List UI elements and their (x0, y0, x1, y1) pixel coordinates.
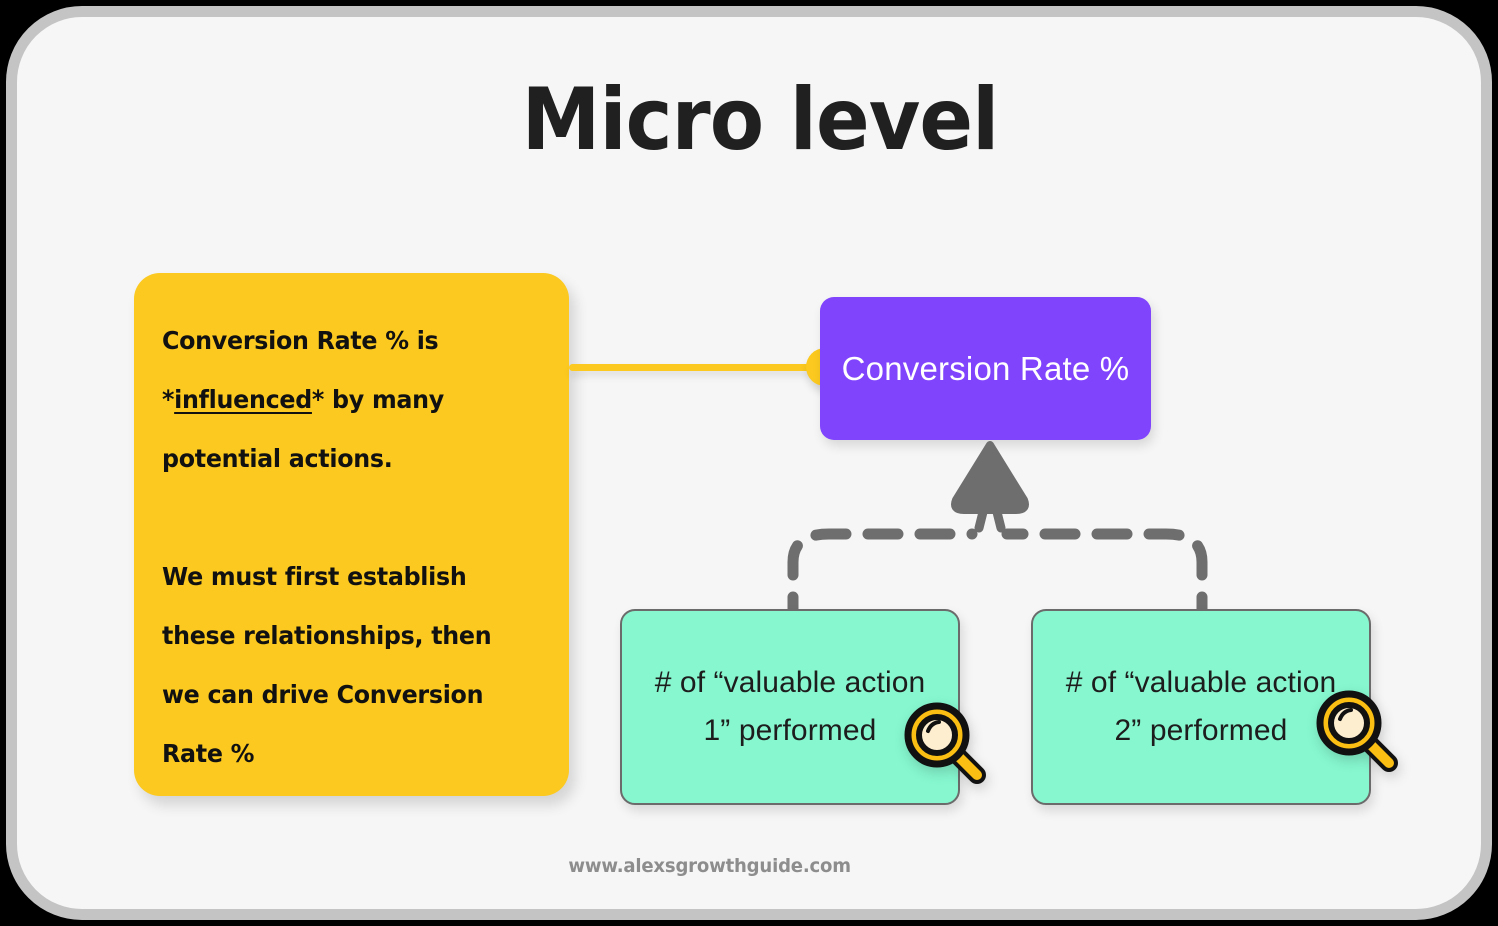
slide-canvas: Micro level Conversion Rate % is *influe… (17, 17, 1481, 909)
slide-frame: Micro level Conversion Rate % is *influe… (6, 6, 1492, 920)
callout-text-after: * by many potential actions. (162, 385, 444, 473)
magnifier-icon[interactable] (1314, 688, 1400, 774)
node-driver-1-label: # of “valuable action 1” performed (654, 666, 926, 747)
arrow-tail-icon (974, 507, 1006, 533)
node-driver-2[interactable]: # of “valuable action 2” performed (1031, 609, 1371, 805)
driver-2-dashed-path (1001, 528, 1208, 633)
node-driver-2-label: # of “valuable action 2” performed (1065, 666, 1337, 747)
arrowhead-icon (951, 441, 1029, 514)
node-driver-1[interactable]: # of “valuable action 1” performed (620, 609, 960, 805)
callout-paragraph-2: We must first establish these relationsh… (162, 562, 492, 768)
node-conversion-rate-label: Conversion Rate % (841, 349, 1130, 387)
callout-connector-line (569, 364, 827, 371)
driver-connectors (787, 441, 1208, 633)
footer-url: www.alexsgrowthguide.com (568, 855, 851, 877)
page-title: Micro level (521, 70, 1000, 170)
magnifier-icon[interactable] (902, 700, 988, 786)
callout-text-underlined: influenced (174, 385, 312, 414)
callout-text-before: Conversion Rate % is * (162, 326, 439, 414)
driver-1-dashed-path (787, 528, 978, 633)
callout-paragraph-1: Conversion Rate % is *influenced* by man… (162, 311, 516, 488)
node-conversion-rate[interactable]: Conversion Rate % (820, 297, 1151, 440)
callout-note: Conversion Rate % is *influenced* by man… (134, 273, 569, 796)
